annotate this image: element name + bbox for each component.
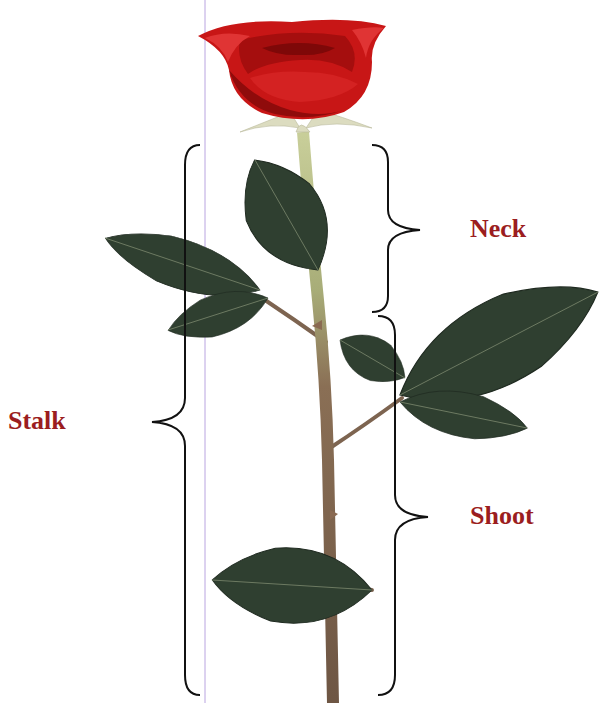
leaf	[98, 141, 601, 628]
part-label: Neck	[470, 215, 526, 244]
bracket	[152, 145, 428, 695]
scan-line	[205, 0, 206, 703]
leaf-vein	[105, 160, 598, 590]
rose-bloom	[198, 20, 386, 120]
part-label: Shoot	[470, 502, 534, 531]
part-label: Stalk	[8, 407, 66, 436]
thorn	[312, 232, 338, 520]
